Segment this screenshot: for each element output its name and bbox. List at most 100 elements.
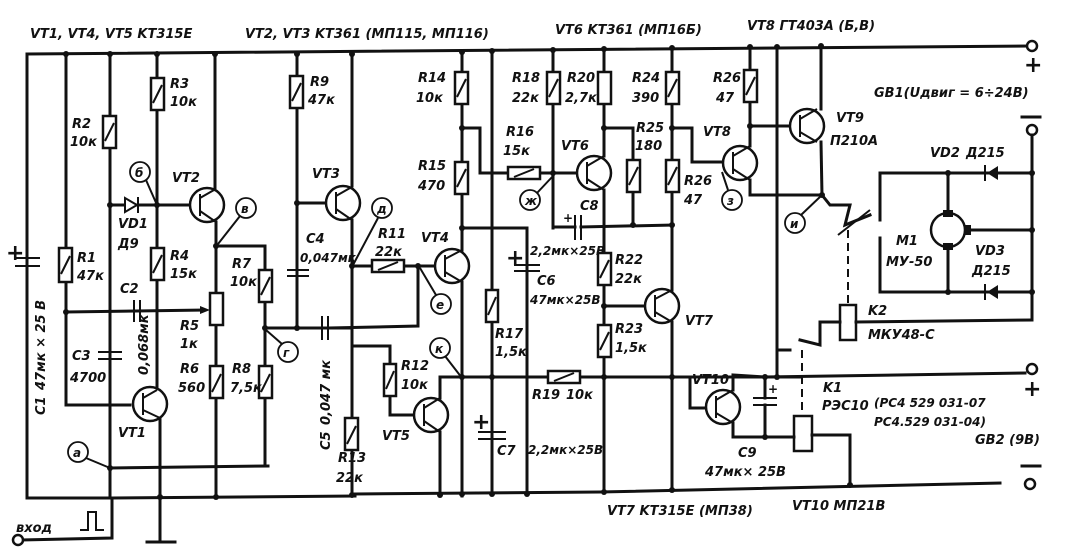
c1-label: C1	[34, 396, 49, 415]
battery-gb1: GB1(Uдвиг = 6÷24В)	[874, 86, 1042, 322]
svg-text:0,047 мк: 0,047 мк	[319, 359, 334, 425]
svg-text:VD1: VD1	[118, 217, 148, 232]
resistor-r23: R25 180	[625, 121, 664, 194]
svg-text:R9: R9	[310, 75, 329, 90]
svg-text:R16: R16	[506, 125, 534, 140]
test-point-z: з	[721, 171, 743, 211]
svg-text:е: е	[436, 298, 444, 312]
svg-text:П210А: П210А	[830, 134, 878, 149]
svg-text:РС4.529 031-04): РС4.529 031-04)	[874, 415, 986, 429]
svg-text:б: б	[135, 166, 143, 180]
resistor-r13: R13 22к	[336, 378, 366, 498]
resistor-r3-r4: R3 10к R4 15к	[149, 52, 198, 404]
svg-text:M1: M1	[896, 234, 918, 249]
potentiometer-r5[interactable]: R5 1к	[180, 291, 225, 352]
svg-text:+: +	[768, 382, 778, 396]
svg-text:2,2мк×25В: 2,2мк×25В	[530, 244, 605, 258]
svg-text:а: а	[73, 446, 81, 460]
resistor-r26: R26 47	[713, 68, 799, 128]
svg-text:47к: 47к	[76, 269, 105, 284]
svg-text:10к: 10к	[401, 378, 429, 393]
svg-text:K2: K2	[868, 304, 887, 319]
svg-text:R20: R20	[567, 71, 595, 86]
svg-text:VT5: VT5	[382, 429, 410, 444]
svg-text:1к: 1к	[180, 337, 199, 352]
svg-text:VT10: VT10	[692, 373, 729, 388]
gb1-plus-terminal	[1025, 39, 1039, 53]
transistor-vt6: VT6	[561, 126, 635, 494]
svg-text:+: +	[563, 211, 573, 225]
svg-text:VT1: VT1	[118, 426, 146, 441]
svg-text:R1: R1	[77, 251, 96, 266]
svg-text:R7: R7	[232, 257, 252, 272]
svg-text:180: 180	[635, 139, 662, 154]
relay-k2: K2 МКУ48-С	[798, 192, 1034, 347]
svg-text:15к: 15к	[503, 144, 531, 159]
svg-text:22к: 22к	[512, 91, 540, 106]
test-point-k: к	[429, 337, 463, 379]
svg-text:10к: 10к	[70, 135, 98, 150]
header-vt1-vt4-vt5: VT1, VT4, VT5 KT315E	[30, 27, 192, 42]
svg-text:+: +	[6, 241, 24, 266]
transistor-vt5: VT5	[382, 375, 802, 498]
test-point-a: а	[67, 441, 270, 470]
svg-text:Д215: Д215	[965, 146, 1005, 161]
svg-text:VT2: VT2	[172, 171, 200, 186]
svg-text:4700: 4700	[69, 371, 106, 386]
svg-text:R23: R23	[615, 322, 643, 337]
svg-text:R18: R18	[512, 71, 540, 86]
svg-text:R19: R19	[532, 388, 560, 403]
resistor-r7-r8: R7 10к R8 7,5к	[230, 257, 322, 468]
resistor-r17: R16 15к	[503, 125, 585, 181]
resistor-r14-r15: R14 10к R15 470	[416, 70, 529, 230]
test-point-v: в	[217, 197, 257, 245]
svg-text:VD2: VD2	[930, 146, 960, 161]
svg-text:Д215: Д215	[971, 264, 1011, 279]
diode-vd2: VD2 Д215	[878, 146, 1034, 222]
svg-text:R12: R12	[401, 359, 429, 374]
motor-m1: M1 МУ-50	[886, 171, 1034, 294]
top-rail-wire: +	[25, 39, 1042, 78]
relay-k1: + K1 РЭС10 (РС4 529 031-07 РС4.529 031-0…	[762, 348, 1042, 486]
capacitor-c2: C2 0,068мк	[64, 282, 207, 375]
transistor-vt1: VT1	[118, 385, 177, 544]
svg-text:R4: R4	[170, 249, 189, 264]
resistor-r9: R9 47к	[288, 52, 336, 330]
test-point-i: и	[784, 194, 823, 234]
svg-text:2,2мк×25В: 2,2мк×25В	[528, 443, 603, 457]
svg-text:C7: C7	[497, 444, 517, 459]
svg-text:7,5к: 7,5к	[230, 381, 263, 396]
svg-text:R22: R22	[615, 253, 643, 268]
footer-vt10: VT10 МП21В	[792, 499, 885, 514]
svg-text:C4: C4	[306, 232, 325, 247]
capacitor-c4: C4 0,047мк	[287, 232, 357, 277]
transistor-vt7: VT7	[643, 223, 714, 491]
input-terminal[interactable]: вход	[11, 496, 114, 547]
svg-text:22к: 22к	[375, 245, 403, 260]
svg-text:к: к	[435, 342, 444, 356]
capacitor-c1: + C1 47мк × 25 В	[6, 241, 49, 415]
capacitor-c6: + 2,2мк×25В C6 47мк×25В	[506, 226, 605, 496]
svg-text:47мк×25В: 47мк×25В	[529, 293, 601, 307]
transistor-vt8: VT8	[703, 48, 824, 197]
svg-text:+: +	[506, 246, 524, 271]
svg-text:R26: R26	[713, 71, 741, 86]
junction-dots	[63, 43, 1035, 500]
svg-text:1,5к: 1,5к	[615, 341, 648, 356]
transistor-vt10: VT10	[688, 373, 796, 439]
svg-text:0,047мк: 0,047мк	[300, 251, 357, 265]
svg-text:560: 560	[178, 381, 205, 396]
svg-text:+: +	[1023, 377, 1041, 402]
svg-text:C6: C6	[537, 274, 556, 289]
svg-text:R11: R11	[378, 227, 406, 242]
resistor-r6: R6 560	[178, 362, 225, 400]
svg-text:г: г	[283, 346, 290, 360]
resistor-r16: R17 1,5к	[484, 48, 528, 496]
svg-text:15к: 15к	[170, 267, 198, 282]
svg-text:R3: R3	[170, 77, 189, 92]
svg-text:R25: R25	[636, 121, 664, 136]
resistor-r21-r22: R22 22к R23 1,5к	[596, 251, 648, 359]
svg-text:VT7: VT7	[685, 314, 714, 329]
test-point-g: г	[265, 329, 299, 363]
